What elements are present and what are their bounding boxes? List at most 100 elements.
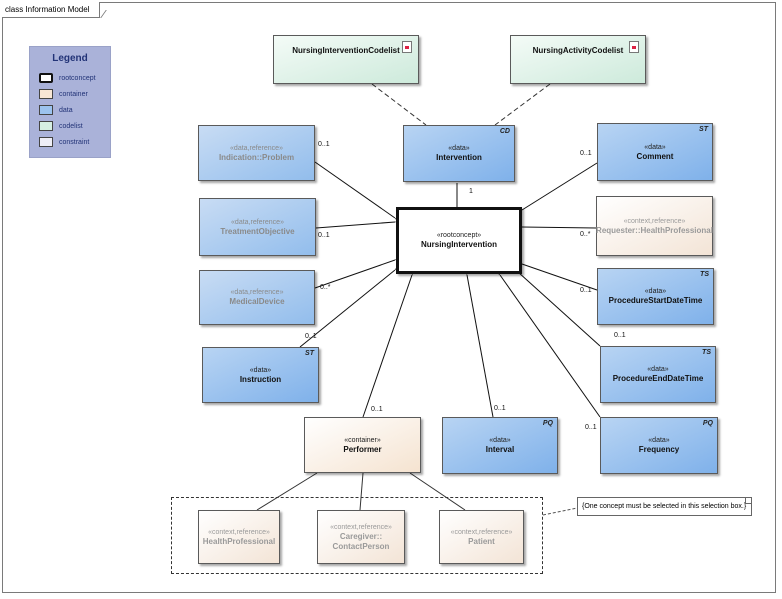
legend-label: constraint xyxy=(59,138,90,146)
multiplicity-requester: 0..* xyxy=(580,231,591,238)
node-name: Instruction xyxy=(239,374,282,384)
edge-indication xyxy=(314,161,409,228)
legend-swatch xyxy=(39,73,53,83)
node-performer[interactable]: «container» Performer xyxy=(304,417,421,473)
node-caregiver[interactable]: «context,reference» Caregiver:: ContactP… xyxy=(317,510,405,564)
node-activity-codelist[interactable]: NursingActivityCodelist xyxy=(510,35,646,84)
legend-swatch xyxy=(39,137,53,147)
node-stereotype: «context,reference» xyxy=(450,528,513,536)
multiplicity-comment: 0..1 xyxy=(580,150,592,157)
node-name: NursingInterventionCodelist xyxy=(292,45,400,55)
legend: Legend rootconcept container data codeli… xyxy=(29,46,111,158)
node-name: ProcedureStartDateTime xyxy=(608,296,703,305)
selection-box xyxy=(171,497,543,574)
node-stereotype: «data» xyxy=(489,437,511,444)
node-intervention[interactable]: CD «data» Intervention xyxy=(403,125,515,182)
legend-item-container: container xyxy=(39,88,88,100)
document-icon xyxy=(402,41,412,53)
node-stereotype: «data,reference» xyxy=(230,144,283,152)
multiplicity-interval: 0..1 xyxy=(494,405,506,412)
type-label: ST xyxy=(305,350,314,357)
node-stereotype: «data,reference» xyxy=(230,289,284,296)
edge-frequency xyxy=(490,261,601,418)
edge-performer xyxy=(362,259,419,418)
multiplicity-medical-device: 0..* xyxy=(320,284,331,291)
node-stereotype: «data,reference» xyxy=(231,218,284,226)
node-indication[interactable]: «data,reference» Indication::Problem xyxy=(198,125,315,181)
legend-title: Legend xyxy=(52,53,88,64)
multiplicity-instruction: 0..1 xyxy=(305,333,317,340)
type-label: CD xyxy=(499,128,510,135)
legend-item-rootconcept: rootconcept xyxy=(39,72,96,84)
legend-item-constraint: constraint xyxy=(39,136,89,148)
node-name: TreatmentObjective xyxy=(220,226,295,236)
node-stereotype: «data» xyxy=(249,366,272,374)
legend-swatch xyxy=(39,89,53,99)
node-frequency[interactable]: PQ «data» Frequency xyxy=(600,417,718,474)
diagram-frame xyxy=(2,2,776,593)
multiplicity-indication: 0..1 xyxy=(318,141,330,148)
node-name: Patient xyxy=(468,536,495,546)
node-requester[interactable]: «context,reference» Requester::HealthPro… xyxy=(596,196,713,256)
edge-comment xyxy=(508,162,598,219)
multiplicity-intervention: 1 xyxy=(469,188,473,195)
node-procedure-start[interactable]: TS «data» ProcedureStartDateTime xyxy=(597,268,714,325)
node-stereotype: «rootconcept» xyxy=(436,232,482,239)
type-label: TS xyxy=(702,349,711,356)
node-name: NursingIntervention xyxy=(420,240,497,249)
legend-swatch xyxy=(39,105,53,115)
note-link xyxy=(542,507,578,516)
node-nursing-intervention[interactable]: «rootconcept» NursingIntervention xyxy=(396,207,522,274)
node-stereotype: «context,reference» xyxy=(330,523,392,531)
type-label: ST xyxy=(699,126,708,133)
node-stereotype: «data» xyxy=(644,143,666,151)
node-stereotype: «context,reference» xyxy=(208,528,270,536)
type-label: TS xyxy=(700,271,709,278)
node-name: NursingActivityCodelist xyxy=(532,45,624,55)
edge-patient xyxy=(410,473,466,511)
node-name-line-2: ContactPerson xyxy=(332,541,390,551)
link-activity-codelist xyxy=(494,83,551,126)
edge-medical-device xyxy=(314,253,411,289)
node-instruction[interactable]: ST «data» Instruction xyxy=(202,347,319,403)
edge-treatment-objective xyxy=(315,217,411,229)
edge-procedure-end xyxy=(506,261,601,347)
node-name: Intervention xyxy=(436,153,482,162)
node-procedure-end[interactable]: TS «data» ProcedureEndDateTime xyxy=(600,346,716,403)
constraint-note[interactable]: {One concept must be selected in this se… xyxy=(577,497,752,516)
legend-label: container xyxy=(59,90,88,98)
node-stereotype: «container» xyxy=(344,436,381,444)
edge-instruction xyxy=(299,259,408,348)
node-interval[interactable]: PQ «data» Interval xyxy=(442,417,558,474)
node-patient[interactable]: «context,reference» Patient xyxy=(439,510,524,564)
node-stereotype: «data» xyxy=(644,288,667,295)
frame-title: class Information Model xyxy=(2,2,101,18)
node-stereotype: «context,reference» xyxy=(623,217,686,225)
node-comment[interactable]: ST «data» Comment xyxy=(597,123,713,181)
legend-item-codelist: codelist xyxy=(39,120,83,132)
node-health-professional[interactable]: «context,reference» HealthProfessional xyxy=(198,510,280,564)
link-intervention-codelist xyxy=(371,83,427,126)
type-label: PQ xyxy=(542,420,553,427)
document-icon xyxy=(629,41,639,53)
multiplicity-performer: 0..1 xyxy=(371,406,383,413)
edge-interval xyxy=(461,259,494,418)
node-stereotype: «data» xyxy=(448,145,470,152)
multiplicity-procedure-start: 0..1 xyxy=(580,287,592,294)
node-medical-device[interactable]: «data,reference» MedicalDevice xyxy=(199,270,315,325)
node-treatment-objective[interactable]: «data,reference» TreatmentObjective xyxy=(199,198,316,256)
node-name: Comment xyxy=(636,151,674,161)
node-name-line-1: Caregiver:: xyxy=(339,531,383,541)
edge-caregiver xyxy=(359,473,363,511)
legend-label: rootconcept xyxy=(59,74,96,82)
type-label: PQ xyxy=(702,420,713,427)
node-name: Frequency xyxy=(638,445,680,454)
node-stereotype: «data» xyxy=(647,366,669,373)
node-name: Indication::Problem xyxy=(218,152,295,162)
multiplicity-treatment-objective: 0..1 xyxy=(318,232,330,239)
edge-requester xyxy=(506,222,597,231)
node-intervention-codelist[interactable]: NursingInterventionCodelist xyxy=(273,35,419,84)
multiplicity-frequency: 0..1 xyxy=(585,424,597,431)
node-name: HealthProfessional xyxy=(202,536,276,546)
